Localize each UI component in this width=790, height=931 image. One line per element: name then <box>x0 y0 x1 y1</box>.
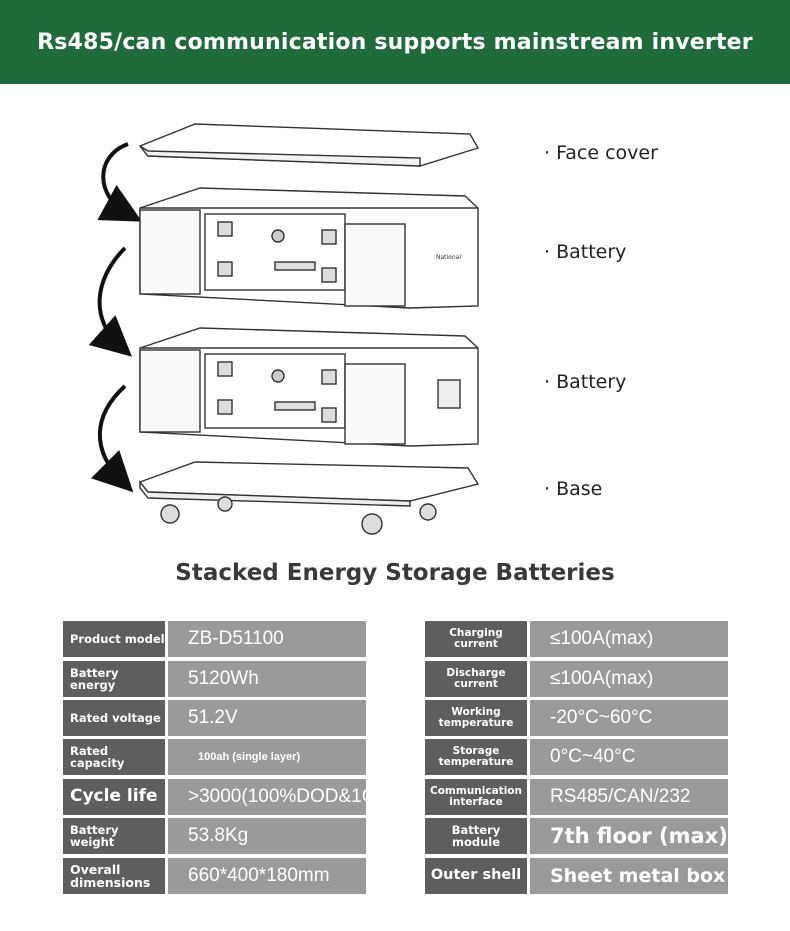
spec-row: Overall dimensions 660*400*180mm <box>63 858 366 894</box>
spec-key: Outer shell <box>425 858 527 894</box>
spec-value: RS485/CAN/232 <box>530 779 728 815</box>
spec-value: Sheet metal box <box>530 858 728 894</box>
spec-key: Storage temperature <box>425 739 527 775</box>
banner-title: Rs485/can communication supports mainstr… <box>37 29 753 55</box>
battery-module-drawing <box>139 327 479 447</box>
spec-key: Overall dimensions <box>63 858 165 894</box>
wheel-icon <box>217 496 233 512</box>
header-banner: Rs485/can communication supports mainstr… <box>0 0 790 84</box>
spec-value: >3000(100%DOD&1C) <box>168 779 382 815</box>
battery-module-drawing: National <box>139 187 479 309</box>
spec-row: Discharge current ≤100A(max) <box>425 661 728 697</box>
wheel-icon <box>419 503 437 521</box>
spec-key: Rated capacity <box>63 739 165 775</box>
spec-key: Product model <box>63 621 165 657</box>
label-base: · Base <box>544 478 603 500</box>
stack-arrow-icon <box>97 142 143 222</box>
spec-key: Rated voltage <box>63 700 165 736</box>
label-face-cover: · Face cover <box>544 142 658 164</box>
spec-row: Battery module 7th floor (max) <box>425 818 728 854</box>
spec-row: Cycle life >3000(100%DOD&1C) <box>63 779 382 815</box>
spec-row: Battery energy 5120Wh <box>63 661 366 697</box>
spec-value: ≤100A(max) <box>530 621 728 657</box>
spec-key: Battery module <box>425 818 527 854</box>
spec-value: 100ah (single layer) <box>168 739 366 775</box>
spec-value: -20°C~60°C <box>530 700 728 736</box>
spec-row: Rated capacity 100ah (single layer) <box>63 739 366 775</box>
exploded-battery-diagram: National · Face cover · Batter <box>0 96 790 556</box>
face-cover-drawing <box>138 123 480 167</box>
spec-value: 0°C~40°C <box>530 739 728 775</box>
spec-row: Outer shell Sheet metal box <box>425 858 728 894</box>
wheel-icon <box>160 504 180 524</box>
label-battery-bottom: · Battery <box>544 371 627 393</box>
spec-row: Communication interface RS485/CAN/232 <box>425 779 728 815</box>
spec-key: Working temperature <box>425 700 527 736</box>
battery-brand-text: National <box>436 254 461 261</box>
spec-row: Working temperature -20°C~60°C <box>425 700 728 736</box>
spec-value: 7th floor (max) <box>530 818 728 854</box>
stack-arrow-icon <box>88 246 132 357</box>
spec-value: 53.8Kg <box>168 818 366 854</box>
wheel-icon <box>361 513 383 535</box>
spec-row: Product model ZB-D51100 <box>63 621 366 657</box>
section-title: Stacked Energy Storage Batteries <box>175 560 615 586</box>
spec-row: Storage temperature 0°C~40°C <box>425 739 728 775</box>
spec-value: ZB-D51100 <box>168 621 366 657</box>
spec-row: Charging current ≤100A(max) <box>425 621 728 657</box>
stack-arrow-icon <box>90 384 134 493</box>
label-battery-top: · Battery <box>544 241 627 263</box>
spec-row: Battery weight 53.8Kg <box>63 818 366 854</box>
spec-value: 660*400*180mm <box>168 858 366 894</box>
spec-value: ≤100A(max) <box>530 661 728 697</box>
spec-value: 51.2V <box>168 700 366 736</box>
spec-key: Battery energy <box>63 661 165 697</box>
spec-key: Battery weight <box>63 818 165 854</box>
spec-key: Charging current <box>425 621 527 657</box>
spec-value: 5120Wh <box>168 661 366 697</box>
base-drawing <box>138 461 480 535</box>
spec-key: Cycle life <box>63 779 165 815</box>
spec-row: Rated voltage 51.2V <box>63 700 366 736</box>
diagram-drawing: National <box>88 123 480 535</box>
spec-key: Communication interface <box>425 779 527 815</box>
spec-key: Discharge current <box>425 661 527 697</box>
